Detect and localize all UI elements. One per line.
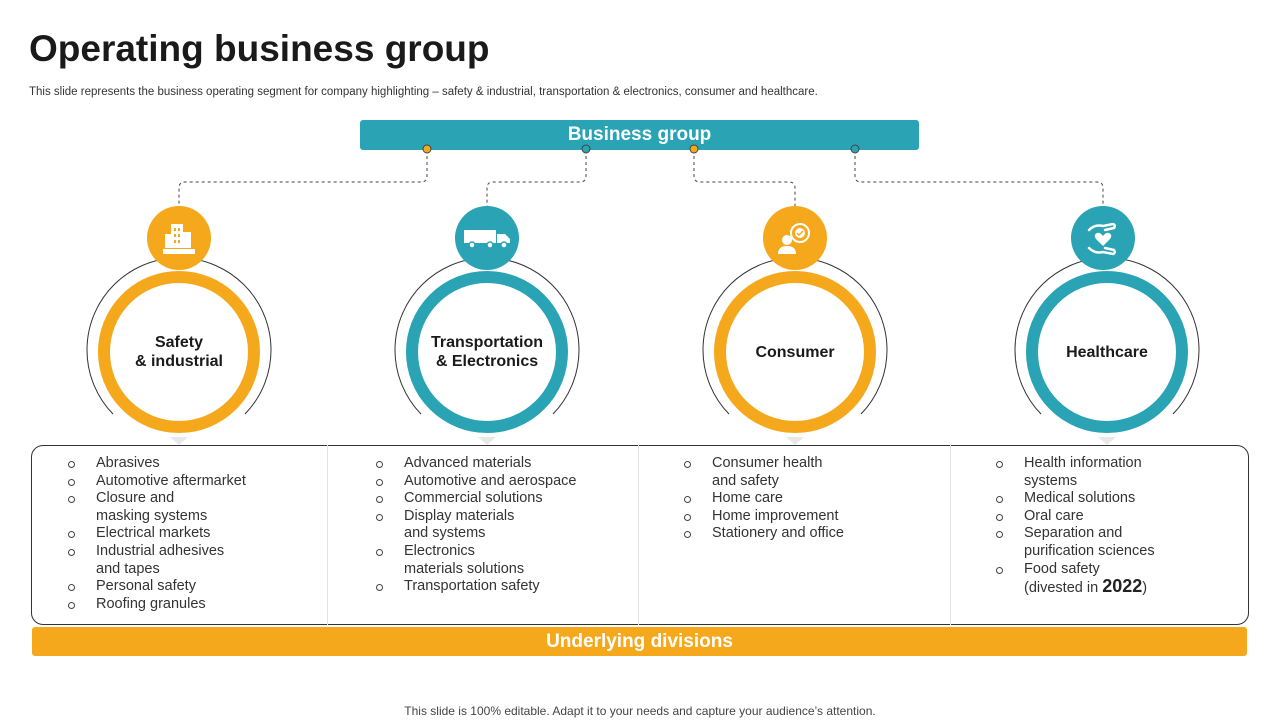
connector-dot-1 [422,144,432,154]
business-group-bar: Business group [360,120,919,150]
connector-dot-2 [581,144,591,154]
divested-prefix: (divested in [1024,580,1103,597]
list-item: Medical solutions [996,490,1155,508]
ring-graphic [86,257,272,433]
page-subtitle: This slide represents the business opera… [29,86,818,98]
connector-dot-3 [689,144,699,154]
ring-graphic [394,257,580,433]
division-list-healthcare: Health information systems Medical solut… [996,455,1155,598]
list-item: Closure and masking systems [68,490,246,525]
list-item: Home improvement [684,508,844,526]
panel-notch [1098,437,1116,445]
division-list-consumer: Consumer health and safety Home care Hom… [684,455,844,543]
divested-note: (divested in 2022) [1024,577,1148,597]
group-ring-transportation: Transportation & Electronics [392,257,582,447]
division-list-transportation: Advanced materials Automotive and aerosp… [376,455,577,596]
ring-graphic [1014,257,1200,433]
group-label: Safety & industrial [134,334,223,370]
list-item: Separation and purification sciences [996,525,1155,560]
list-item-label: Food safety [1024,560,1100,577]
connector-dot-4 [850,144,860,154]
business-group-label: Business group [567,124,712,145]
connector-2 [486,150,587,208]
list-item: Abrasives [68,455,246,473]
connector-4 [854,150,1104,208]
customer-target-icon [763,206,827,270]
panel-notch [478,437,496,445]
hand-heart-icon [1071,206,1135,270]
building-icon [147,206,211,270]
list-item: Transportation safety [376,578,577,596]
list-item: Display materials and systems [376,508,577,543]
underlying-divisions-bar: Underlying divisions [32,627,1247,656]
list-item: Advanced materials [376,455,577,473]
divested-suffix: ) [1142,580,1148,597]
underlying-divisions-label: Underlying divisions [546,630,733,652]
list-item-food-safety: Food safety (divested in 2022) [996,561,1155,598]
footer-note: This slide is 100% editable. Adapt it to… [404,704,876,718]
truck-icon [455,206,519,270]
group-label: Transportation & Electronics [430,334,543,370]
group-label: Healthcare [1066,343,1148,361]
column-divider [950,445,951,625]
list-item: Oral care [996,508,1155,526]
list-item: Automotive and aerospace [376,473,577,491]
divisions-panel [31,445,1249,625]
list-item: Roofing granules [68,596,246,614]
column-divider [327,445,328,625]
group-ring-safety: Safety & industrial [84,257,274,447]
list-item: Consumer health and safety [684,455,844,490]
group-label: Consumer [755,343,835,361]
ring-graphic [702,257,888,433]
list-item: Personal safety [68,578,246,596]
list-item: Automotive aftermarket [68,473,246,491]
list-item: Stationery and office [684,525,844,543]
group-ring-consumer: Consumer [700,257,890,447]
page-title: Operating business group [29,28,490,69]
panel-notch [170,437,188,445]
list-item: Commercial solutions [376,490,577,508]
panel-notch [786,437,804,445]
list-item: Electrical markets [68,525,246,543]
connector-3 [693,150,796,208]
group-ring-healthcare: Healthcare [1012,257,1202,447]
divested-year: 2022 [1102,576,1143,597]
list-item: Electronics materials solutions [376,543,577,578]
list-item: Industrial adhesives and tapes [68,543,246,578]
connector-1 [178,150,428,208]
column-divider [638,445,639,625]
list-item: Health information systems [996,455,1155,490]
list-item: Home care [684,490,844,508]
division-list-safety: Abrasives Automotive aftermarket Closure… [68,455,246,613]
